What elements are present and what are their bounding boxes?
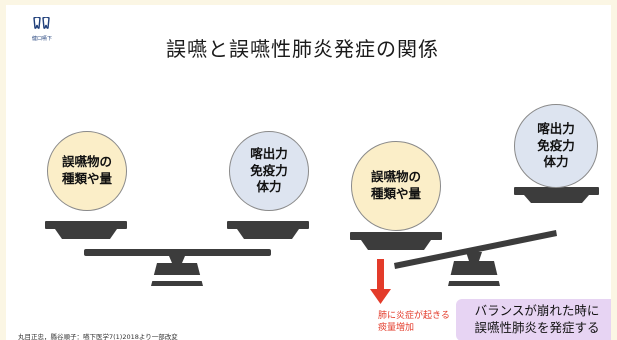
left-scale-stand (151, 263, 203, 286)
red-down-arrow (370, 259, 391, 304)
right-scale-body-defense-circle: 喀出力 免疫力 体力 (514, 104, 598, 188)
right-scale-beam (394, 230, 557, 269)
circle-text-line: 種類や量 (370, 186, 421, 201)
left-scale-swallowed-material-circle: 誤嚥物の 種類や量 (47, 131, 127, 211)
left-scale-left-pan-base (55, 229, 117, 239)
right-scale-stand (448, 261, 500, 286)
circle-text-line: 免疫力 (250, 162, 288, 178)
left-scale-body-defense-circle: 喀出力 免疫力 体力 (229, 131, 309, 211)
left-scale-right-pan (227, 221, 309, 229)
right-scale-swallowed-material-circle: 誤嚥物の 種類や量 (351, 141, 441, 231)
citation: 丸目正忠，縣谷順子：嚥下医学7(1)2018より一部改変 (18, 333, 178, 340)
balance-note: バランスが崩れた時に 誤嚥性肺炎を発症する (456, 299, 611, 340)
arrow-head (370, 289, 391, 304)
slide: 健口嚥下 誤嚥と誤嚥性肺炎発症の関係 (6, 5, 611, 340)
circle-text-line: 体力 (543, 154, 569, 170)
page-title: 誤嚥と誤嚥性肺炎発症の関係 (166, 37, 439, 61)
left-scale-neck (169, 256, 185, 263)
arrow-label-line: 痰量増加 (378, 322, 415, 333)
balance-scales (45, 187, 599, 304)
balance-note-line: バランスが崩れた時に (474, 303, 600, 319)
circle-text-line: 体力 (256, 179, 282, 195)
circle-text-line: 免疫力 (537, 137, 575, 153)
circle-text-line: 喀出力 (537, 120, 575, 136)
circle-text-line: 種類や量 (61, 171, 112, 186)
balance-note-line: 誤嚥性肺炎を発症する (474, 320, 600, 335)
left-scale-right-pan-base (237, 229, 299, 239)
left-scale-left-pan (45, 221, 127, 229)
right-scale-left-pan (350, 232, 442, 240)
right-scale-stand-stripe (446, 275, 502, 281)
right-scale-right-pan-base (524, 195, 589, 203)
arrow-label: 肺に炎症が起きる 痰量増加 (378, 311, 450, 334)
right-scale-right-pan (514, 187, 599, 195)
right-scale-left-pan-base (361, 240, 431, 250)
right-balance-scale (350, 187, 599, 286)
right-scale-neck (466, 252, 482, 261)
arrow-shaft (377, 259, 384, 289)
circle-text-line: 喀出力 (250, 145, 288, 161)
left-scale-beam (84, 249, 271, 256)
circle-text-line: 誤嚥物の (61, 154, 112, 170)
logo-caption: 健口嚥下 (31, 36, 52, 42)
left-scale-stand-stripe (149, 275, 205, 281)
left-balance-scale (45, 221, 309, 286)
logo: 健口嚥下 (22, 15, 62, 42)
teeth-logo-icon (33, 16, 50, 29)
circle-text-line: 誤嚥物の (370, 169, 421, 185)
arrow-label-line: 肺に炎症が起きる (378, 311, 450, 321)
